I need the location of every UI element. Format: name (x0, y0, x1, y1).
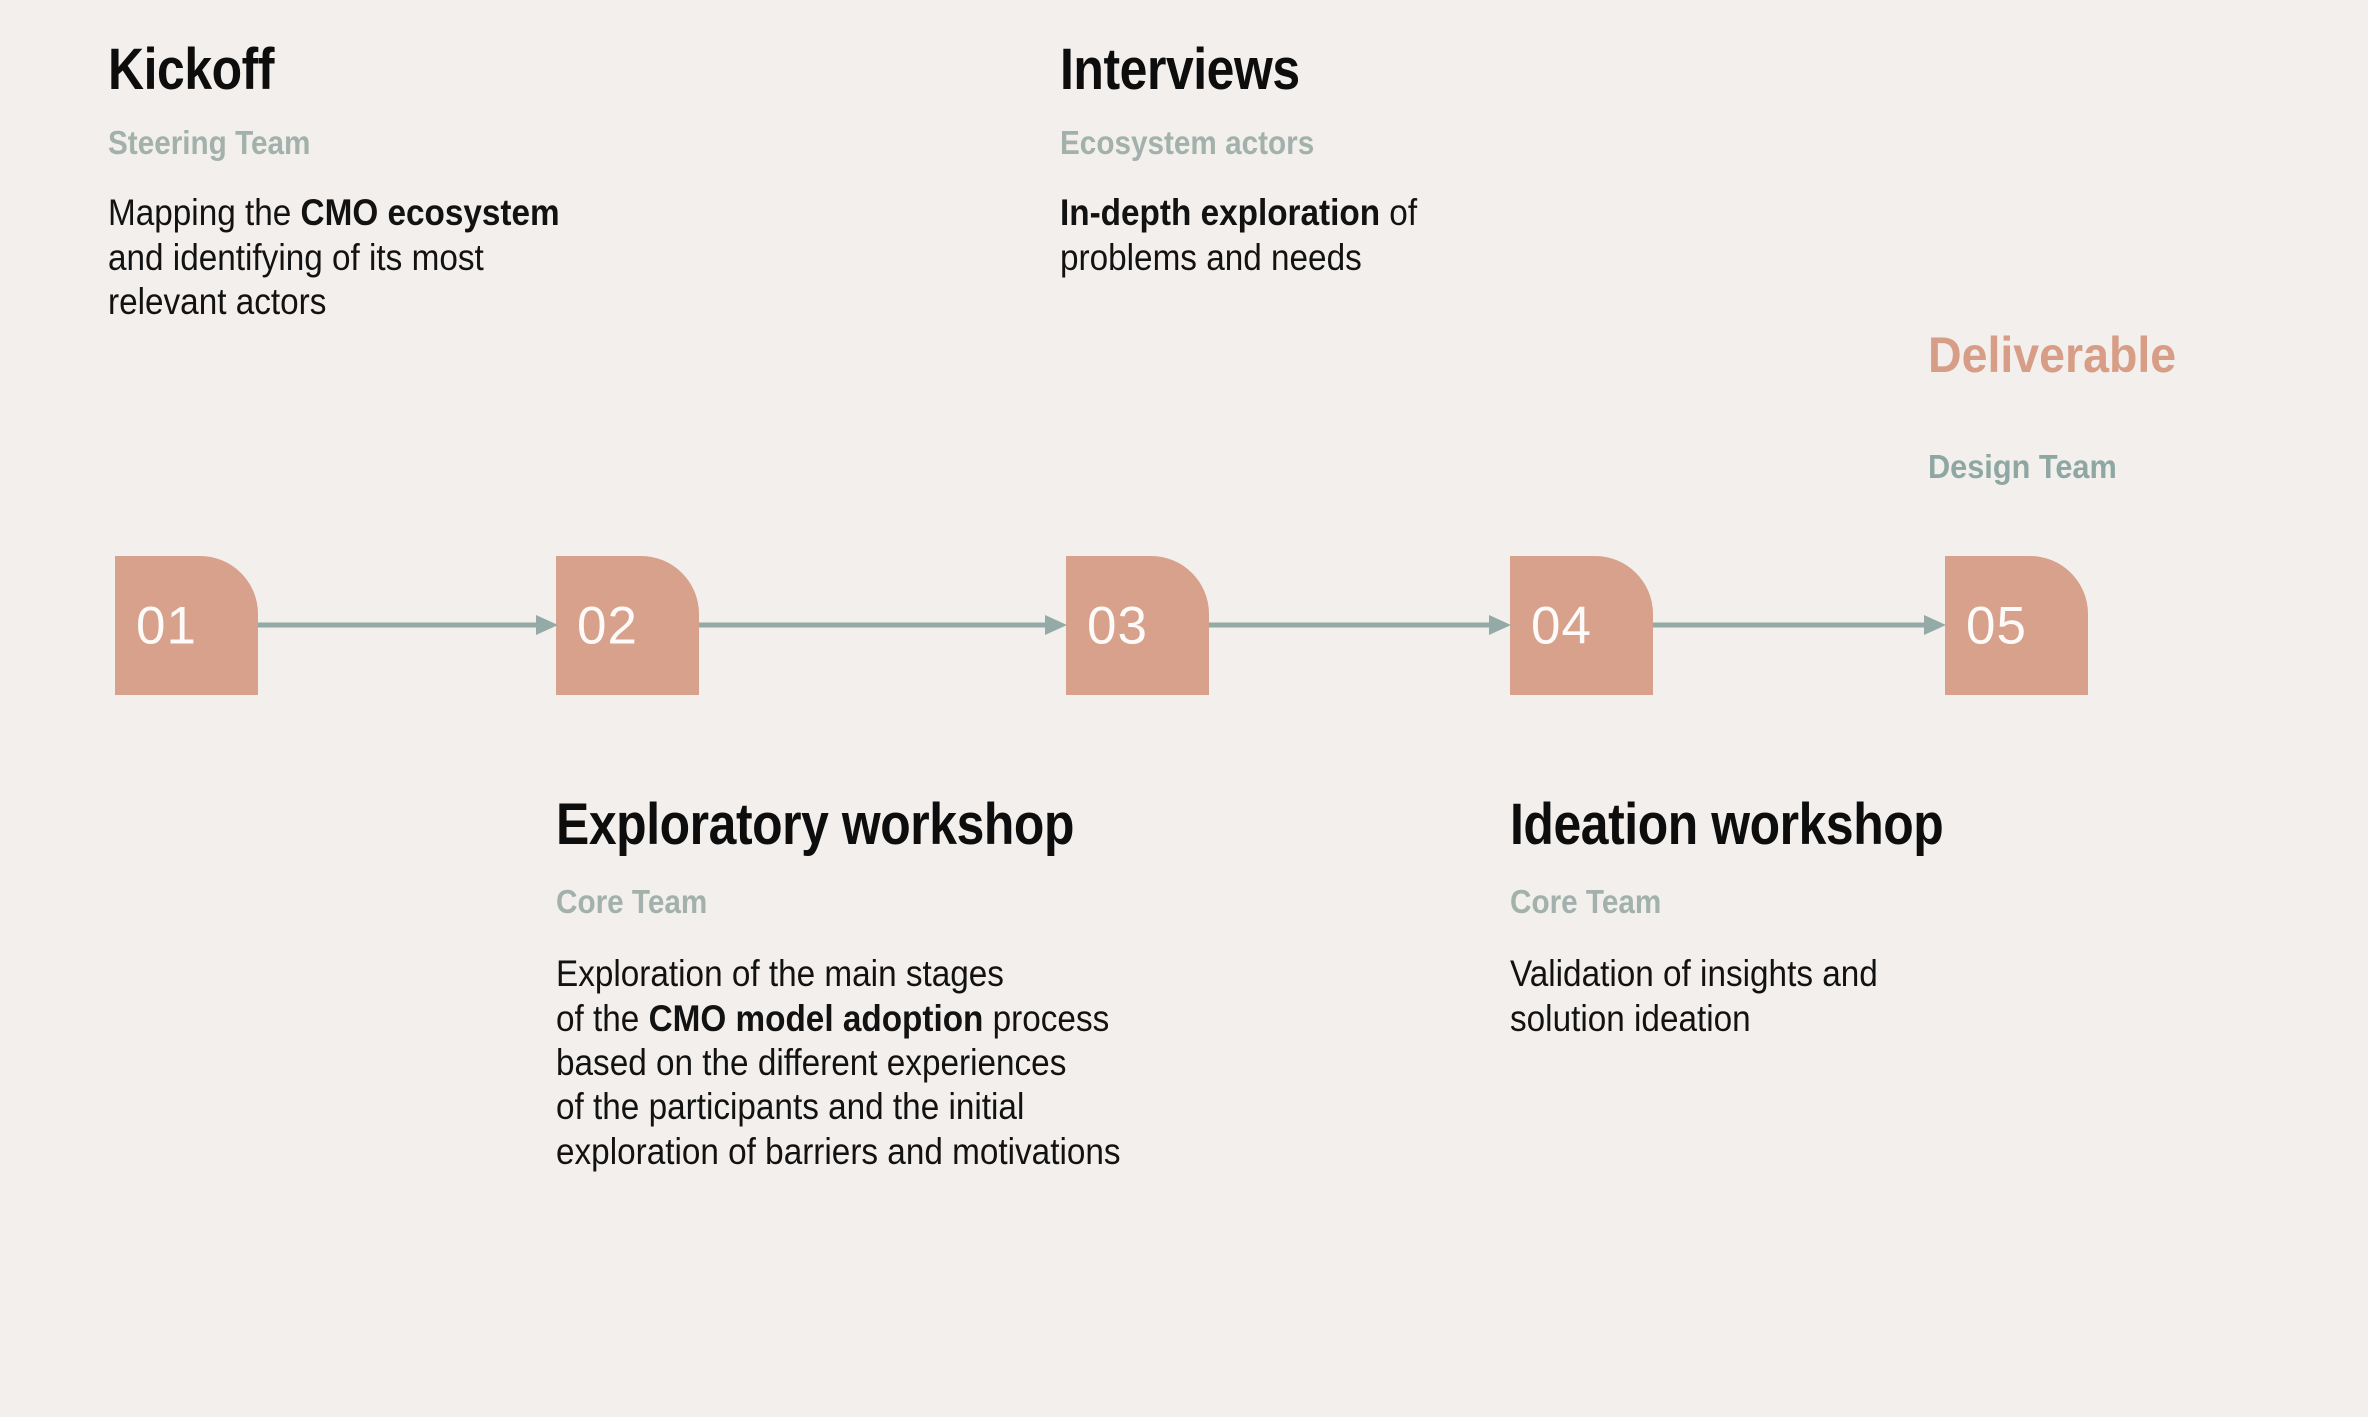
body-line: In-depth exploration of (1060, 192, 1418, 234)
stage-subtitle-kickoff: Steering Team (108, 123, 311, 161)
stage-subtitle-ideation: Core Team (1510, 882, 1662, 920)
stage-subtitle-exploratory: Core Team (556, 882, 708, 920)
step-chip-03[interactable]: 03 (1066, 556, 1209, 695)
stage-title-ideation: Ideation workshop (1510, 792, 1944, 857)
body-line: exploration of barriers and motivations (556, 1130, 1121, 1172)
deliverable-label: Deliverable (1928, 327, 2177, 383)
body-line: of the participants and the initial (556, 1086, 1025, 1128)
step-chip-05[interactable]: 05 (1945, 556, 2088, 695)
connector-arrow-01-02 (258, 615, 558, 635)
connector-arrow-03-04 (1209, 615, 1511, 635)
step-number-05: 05 (1966, 596, 2027, 655)
stage-block-interviews: Interviews Ecosystem actors In-depth exp… (1060, 37, 1700, 280)
body-line: of the CMO model adoption process (556, 997, 1110, 1039)
step-chip-01[interactable]: 01 (115, 556, 258, 695)
body-line: Exploration of the main stages (556, 953, 1004, 995)
step-number-01: 01 (136, 596, 197, 655)
stage-title-kickoff: Kickoff (108, 37, 275, 102)
step-number-04: 04 (1531, 596, 1592, 655)
stage-subtitle-interviews: Ecosystem actors (1060, 123, 1315, 161)
stage-block-kickoff: Kickoff Steering Team Mapping the CMO ec… (108, 37, 808, 324)
stage-block-exploratory: Exploratory workshop Core Team Explorati… (556, 792, 1456, 1174)
body-line: problems and needs (1060, 236, 1362, 278)
body-line: based on the different experiences (556, 1041, 1067, 1083)
step-number-03: 03 (1087, 596, 1148, 655)
stage-block-ideation: Ideation workshop Core Team Validation o… (1510, 792, 2210, 1041)
step-chip-02[interactable]: 02 (556, 556, 699, 695)
step-chip-04[interactable]: 04 (1510, 556, 1653, 695)
body-line: Mapping the CMO ecosystem (108, 192, 560, 234)
body-line: relevant actors (108, 280, 327, 322)
body-line: and identifying of its most (108, 236, 484, 278)
deliverable-team-label: Design Team (1928, 448, 2117, 485)
connector-arrow-04-05 (1653, 615, 1946, 635)
stage-title-exploratory: Exploratory workshop (556, 792, 1075, 857)
stage-title-interviews: Interviews (1060, 37, 1300, 102)
body-line: Validation of insights and (1510, 953, 1878, 995)
step-number-02: 02 (577, 596, 638, 655)
connector-arrow-02-03 (699, 615, 1067, 635)
body-line: solution ideation (1510, 997, 1751, 1039)
